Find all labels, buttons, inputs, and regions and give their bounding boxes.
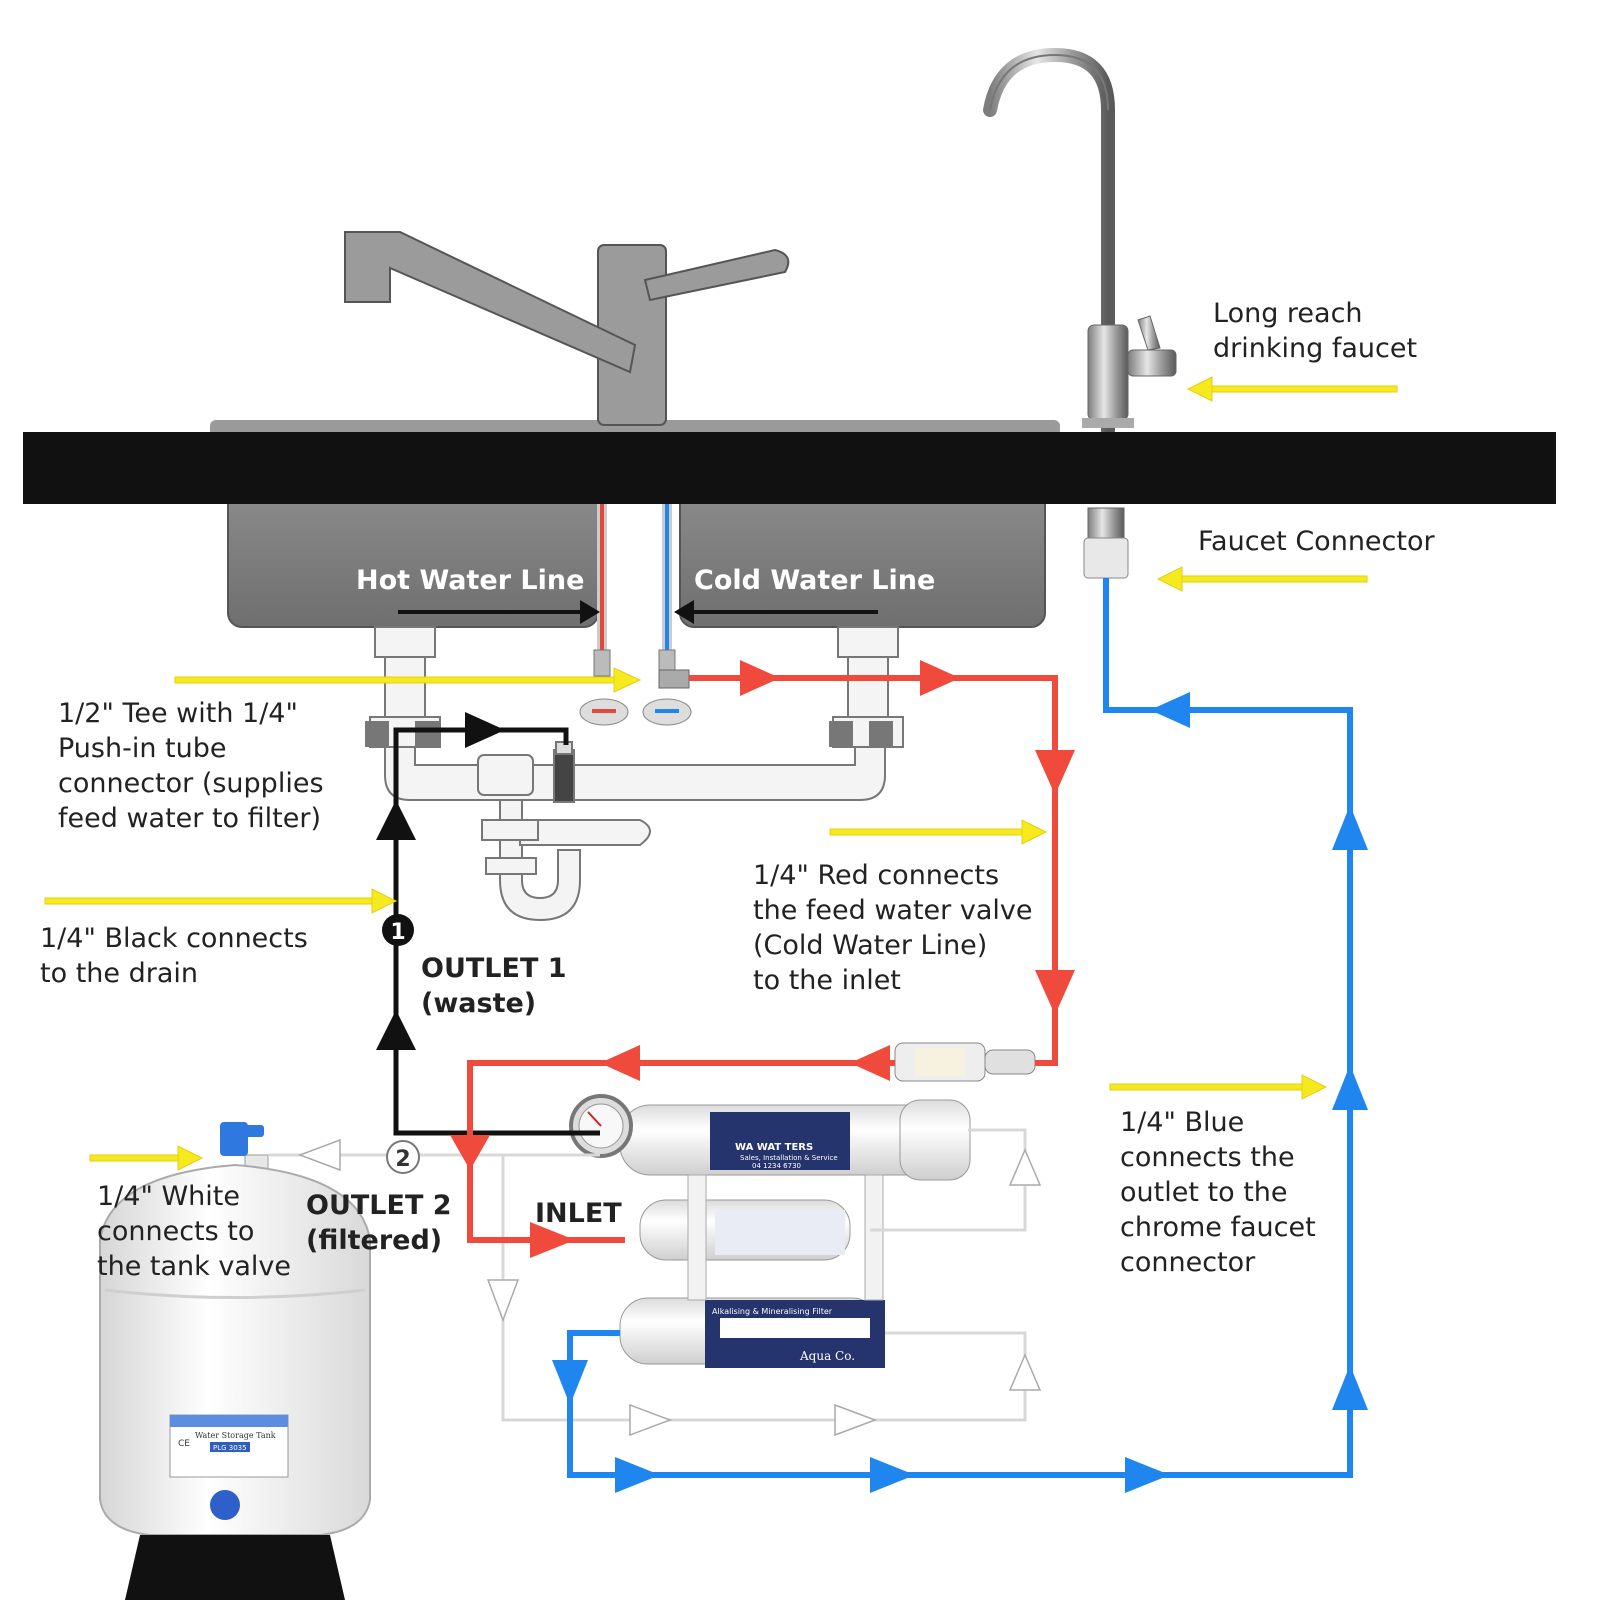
sink-basin [210, 420, 1060, 628]
tank-ce-mark: CE [178, 1439, 190, 1449]
countertop [23, 432, 1556, 504]
black-line [376, 712, 600, 1136]
cold-water-line-label: Cold Water Line [694, 565, 936, 596]
outlet2-badge: 2 [386, 1140, 420, 1174]
stage1-phone: 04 1234 6730 [752, 1162, 801, 1170]
tank-title: Water Storage Tank [195, 1431, 276, 1440]
outlet1-badge: 1 [382, 914, 414, 946]
stage1-sub: Sales, Installation & Service [740, 1154, 838, 1162]
black-line-label: 1/4" Black connects to the drain [40, 923, 308, 989]
hot-water-line-label: Hot Water Line [356, 565, 585, 596]
stage3-title: Alkalising & Mineralising Filter [712, 1307, 833, 1316]
stage1-brand: WA WAT TERS [735, 1142, 813, 1153]
brand-label: Aqua Co. [799, 1349, 855, 1363]
svg-text:2: 2 [395, 1147, 410, 1172]
supply-lines [579, 504, 692, 726]
inlet-label: INLET [535, 1198, 622, 1229]
drain-plumbing [365, 626, 904, 922]
red-line [450, 660, 1075, 1258]
outlet1-label: OUTLET 1 (waste) [421, 953, 567, 1019]
yellow-pointer-arrows [44, 376, 1398, 1171]
flow-restrictor-icon [894, 1042, 1036, 1082]
tee-connector-label: 1/2" Tee with 1/4" Push-in tube connecto… [58, 698, 324, 834]
faucet-connector-icon [1083, 507, 1129, 579]
outlet2-label: OUTLET 2 (filtered) [306, 1190, 452, 1256]
mixer-tap-icon [344, 231, 790, 426]
tank-model: PLG 3035 [213, 1444, 247, 1452]
white-arrows [297, 1138, 1042, 1437]
red-line-label: 1/4" Red connects the feed water valve (… [753, 860, 1033, 996]
drinking-faucet-label: Long reach drinking faucet [1213, 298, 1418, 364]
blue-line-label: 1/4" Blue connects the outlet to the chr… [1120, 1107, 1316, 1278]
filter-unit: WA WAT TERS Sales, Installation & Servic… [569, 1094, 971, 1368]
svg-text:1: 1 [390, 920, 405, 945]
white-line-label: 1/4" White connects to the tank valve [97, 1181, 291, 1282]
drinking-faucet-icon [983, 47, 1177, 437]
storage-tank-icon: Water Storage Tank CE PLG 3035 [99, 1122, 371, 1600]
blue-line [552, 578, 1368, 1493]
faucet-connector-label: Faucet Connector [1198, 526, 1435, 557]
